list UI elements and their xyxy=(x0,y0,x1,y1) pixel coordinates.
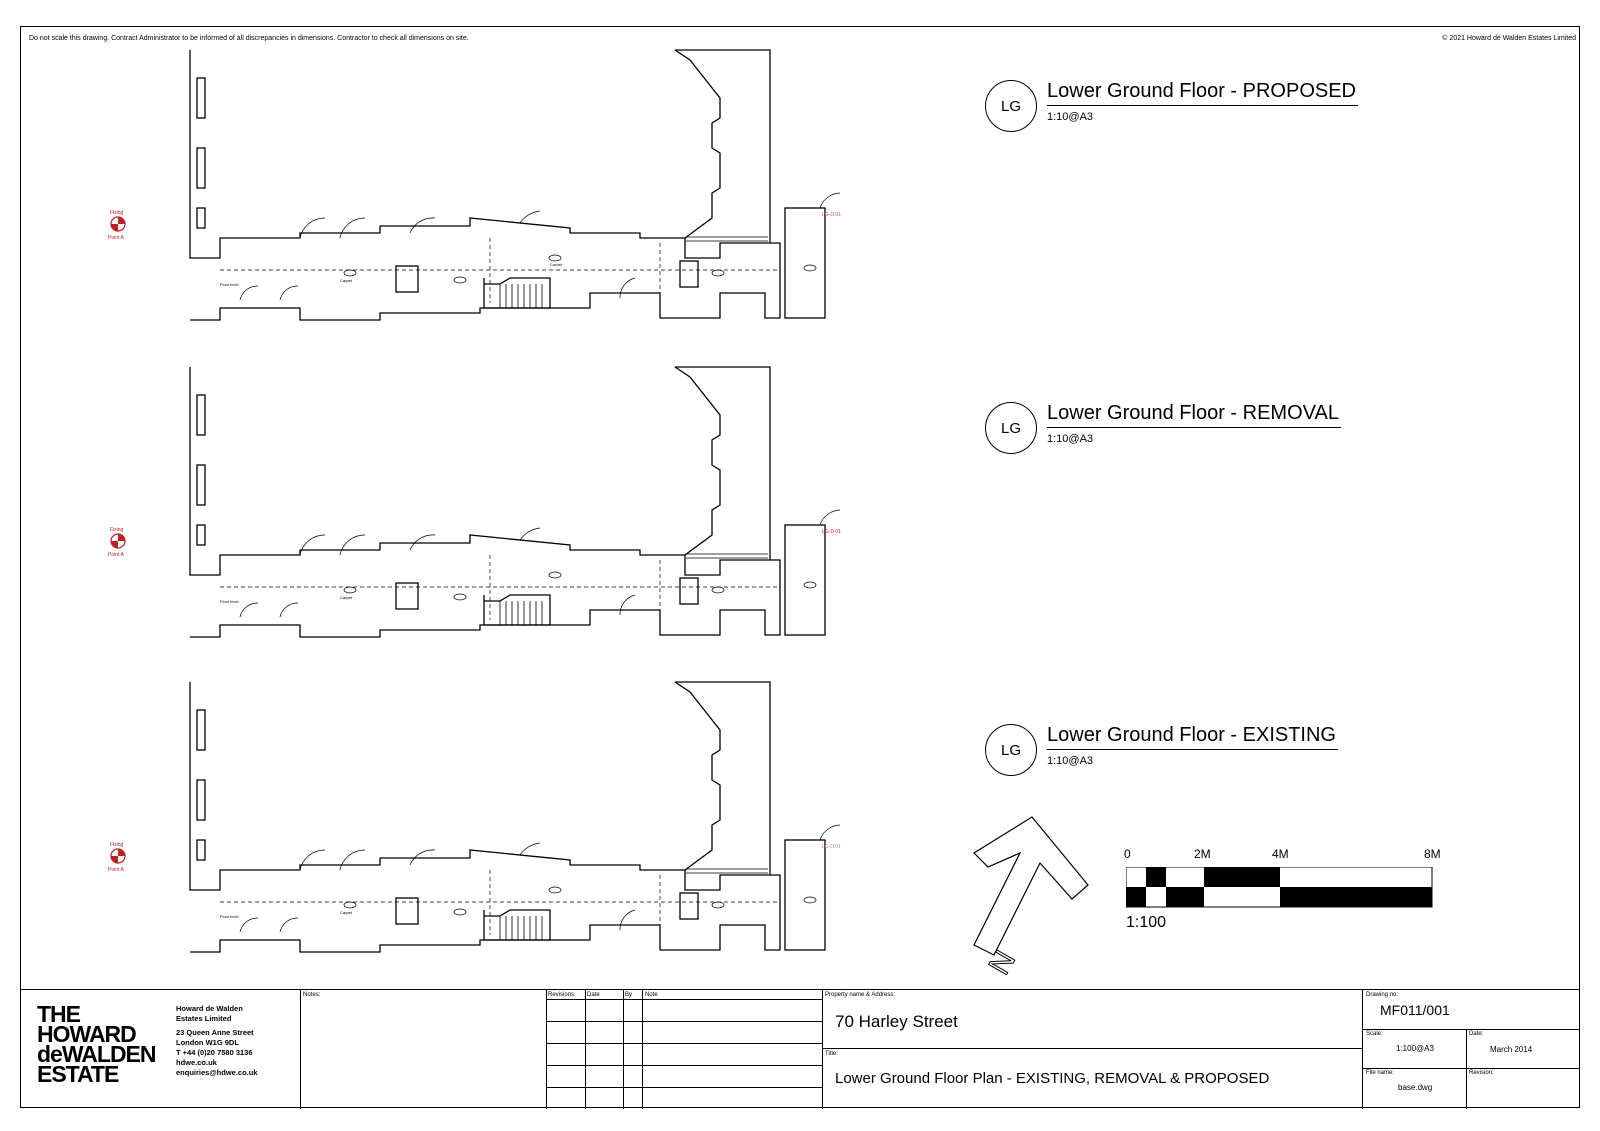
notice-text: Do not scale this drawing. Contract Admi… xyxy=(29,35,469,42)
fixing-label: Fixing xyxy=(110,527,124,533)
view-scale: 1:10@A3 xyxy=(1047,433,1094,445)
view-badge: LG xyxy=(985,402,1037,454)
north-label: N xyxy=(983,945,1022,975)
scale-tick-label: 2M xyxy=(1194,847,1211,861)
fixing-point-marker xyxy=(110,848,126,864)
room-finish-label: Carpet xyxy=(340,910,353,915)
room-finish-label: Carpet xyxy=(340,278,353,283)
date-label: Date: xyxy=(1469,1031,1484,1037)
view-scale: 1:10@A3 xyxy=(1047,111,1094,123)
north-arrow-icon: N xyxy=(973,816,1089,975)
date-value: March 2014 xyxy=(1490,1045,1533,1054)
fixing-point-marker xyxy=(110,533,126,549)
floor-plan-removal: Fixing Point A LG-D.01 Carpet Floor leve… xyxy=(108,366,841,638)
scale-bar-graphic xyxy=(1126,867,1433,908)
level-label: Floor level xyxy=(220,282,239,287)
door-tag: LG-D.01 xyxy=(822,844,841,850)
file-name-value: base.dwg xyxy=(1398,1083,1433,1092)
company-details: Howard de Walden Estates Limited 23 Quee… xyxy=(176,1004,258,1077)
by-col-label: By xyxy=(625,992,633,998)
drawing-no-label: Drawing no: xyxy=(1366,992,1399,998)
note-col-label: Note xyxy=(645,992,658,998)
scale-tick-label: 8M xyxy=(1424,847,1441,861)
company-logo: THE HOWARD deWALDEN ESTATE xyxy=(37,1001,156,1087)
view-title-removal: LG Lower Ground Floor - REMOVAL 1:10@A3 xyxy=(985,402,1385,462)
view-title-existing: LG Lower Ground Floor - EXISTING 1:10@A3 xyxy=(985,724,1385,784)
point-label: Point A xyxy=(108,235,125,241)
view-scale: 1:10@A3 xyxy=(1047,755,1094,767)
title-block: THE HOWARD deWALDEN ESTATE Howard de Wal… xyxy=(20,989,1580,1109)
title-value: Lower Ground Floor Plan - EXISTING, REMO… xyxy=(835,1070,1270,1087)
level-label: Floor level xyxy=(220,914,239,919)
fixing-label: Fixing xyxy=(110,210,124,216)
point-label: Point A xyxy=(108,867,125,873)
floor-plan-proposed: Fixing Point A LG-D.01 Carpet Carpet Flo… xyxy=(108,49,841,321)
scale-tick-label: 4M xyxy=(1272,847,1289,861)
drawing-sheet-border xyxy=(20,26,1580,1108)
drawing-no-value: MF011/001 xyxy=(1380,1002,1450,1018)
view-title-proposed: LG Lower Ground Floor - PROPOSED 1:10@A3 xyxy=(985,80,1385,140)
property-value: 70 Harley Street xyxy=(835,1012,958,1031)
view-badge: LG xyxy=(985,80,1037,132)
file-name-label: File name: xyxy=(1366,1070,1395,1076)
floor-plan-existing: Fixing Point A LG-D.01 Carpet Floor leve… xyxy=(108,681,841,953)
room-finish-label: Carpet xyxy=(340,595,353,600)
door-tag: LG-D.01 xyxy=(822,529,841,535)
level-label: Floor level xyxy=(220,599,239,604)
notes-label: Notes: xyxy=(303,992,321,998)
scale-label: Scale: xyxy=(1366,1031,1383,1037)
revision-label: Revision: xyxy=(1469,1070,1494,1076)
scale-ratio: 1:100 xyxy=(1126,914,1167,931)
view-name: Lower Ground Floor - PROPOSED xyxy=(1047,80,1358,106)
title-label: Title: xyxy=(825,1051,838,1057)
point-label: Point A xyxy=(108,552,125,558)
fixing-label: Fixing xyxy=(110,842,124,848)
fixing-point-marker xyxy=(110,216,126,232)
scale-value: 1:100@A3 xyxy=(1396,1044,1434,1053)
view-name: Lower Ground Floor - EXISTING xyxy=(1047,724,1338,750)
door-tag: LG-D.01 xyxy=(822,212,841,218)
room-finish-label: Carpet xyxy=(550,262,563,267)
revisions-label: Revisions xyxy=(548,992,575,998)
property-label: Property name & Address: xyxy=(825,992,896,998)
date-col-label: Date xyxy=(587,992,600,998)
scale-tick-label: 0 xyxy=(1124,847,1131,861)
view-badge: LG xyxy=(985,724,1037,776)
copyright-text: © 2021 Howard de Walden Estates Limited xyxy=(1442,35,1576,42)
view-name: Lower Ground Floor - REMOVAL xyxy=(1047,402,1341,428)
